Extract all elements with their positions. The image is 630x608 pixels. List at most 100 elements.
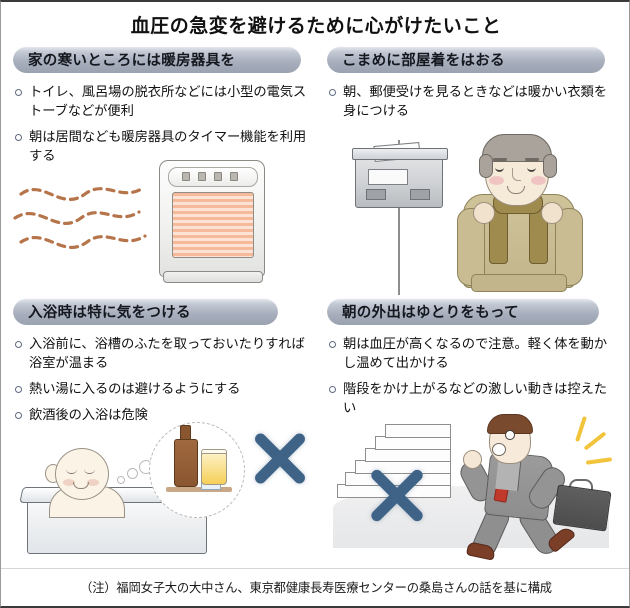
runner-fist	[463, 450, 482, 469]
footer-divider	[1, 568, 629, 569]
beer-glass-icon	[201, 453, 227, 485]
bubble-table-surface	[166, 487, 232, 492]
runner-leg-front	[469, 501, 513, 561]
list-item: 朝、郵便受けを見るときなどは暖かい衣類を身につける	[327, 83, 619, 121]
x-bar	[252, 431, 308, 486]
elderly-man-figure	[449, 132, 599, 304]
heater-knob	[182, 172, 190, 181]
section-heading-label: 入浴時は特に気をつける	[28, 305, 191, 321]
man-eyebrow-left	[493, 158, 507, 161]
list-item: 朝は居間なども暖房器具のタイマー機能を利用する	[13, 128, 316, 166]
list-item: 飲酒後の入浴は危険	[13, 406, 316, 425]
runner-suit-jacket	[483, 450, 555, 522]
running-businessman-figure	[443, 412, 619, 561]
bather-head	[55, 448, 109, 500]
man-neck	[501, 188, 533, 210]
man-sweater-hem	[471, 274, 567, 292]
mailbox-slot	[410, 189, 430, 200]
runner-shoe-front	[465, 541, 497, 561]
section-heading-pill-bathing: 入浴時は特に気をつける	[13, 298, 278, 325]
section-clothing: こまめに部屋着をはおる 朝、郵便受けを見るときなどは暖かい衣類を身につける	[327, 46, 619, 296]
man-hand-right	[541, 202, 563, 224]
bather-body	[49, 486, 125, 518]
section-heading-pill-heating: 家の寒いところには暖房器具を	[13, 46, 301, 73]
footnote: （注）福岡女子大の大中さん、東京都健康長寿医療センターの桑島さんの話を基に構成	[80, 581, 552, 595]
spark-line	[575, 416, 587, 442]
runner-open-mouth	[492, 443, 506, 456]
heater-control-panel	[168, 167, 258, 187]
man-sweater	[463, 194, 575, 288]
stair-step	[385, 424, 451, 438]
man-scarf	[493, 192, 543, 214]
man-head	[485, 138, 549, 206]
bather-blush-right	[87, 479, 99, 486]
runner-necktie	[493, 459, 514, 503]
bather-eye-right	[84, 469, 95, 474]
section-heading-pill-clothing: こまめに部屋着をはおる	[327, 46, 605, 73]
thought-dot-medium	[127, 468, 138, 479]
man-hair-side-left	[479, 154, 493, 178]
page-title: 血圧の急変を避けるために心がけたいこと	[130, 16, 502, 37]
bullet-list-heating: トイレ、風呂場の脱衣所などには小型の電気ストーブなどが便利 朝は居間なども暖房器…	[13, 83, 316, 166]
x-bar	[369, 467, 425, 524]
spark-line	[583, 431, 607, 451]
beer-bottle-neck	[180, 425, 191, 445]
man-cheek-left	[489, 176, 504, 185]
beer-bottle-icon	[174, 439, 221, 490]
section-heading-pill-morning: 朝の外出はゆとりをもって	[327, 298, 599, 325]
stair-step	[337, 484, 451, 498]
thought-dot-small	[117, 476, 125, 484]
mail-letter	[373, 142, 421, 162]
list-item: トイレ、風呂場の脱衣所などには小型の電気ストーブなどが便利	[13, 83, 316, 121]
bullet-list-bathing: 入浴前に、浴槽のふたを取っておいたりすれば浴室が温まる 熱い湯に入るのは避けるよ…	[13, 335, 316, 425]
bather-mouth	[73, 482, 89, 489]
briefcase-handle	[569, 479, 593, 492]
heater-body	[159, 160, 265, 283]
mailbox-icon	[352, 142, 448, 208]
bullet-list-clothing: 朝、郵便受けを見るときなどは暖かい衣類を身につける	[327, 83, 619, 121]
list-item: 階段をかけ上がるなどの激しい動きは控えたい	[327, 380, 619, 418]
illustration-elderly-man-and-mailbox	[327, 132, 619, 302]
runner-leg-back	[515, 501, 563, 559]
section-heading-label: 朝の外出はゆとりをもって	[342, 305, 519, 321]
section-heading-label: こまめに部屋着をはおる	[342, 53, 505, 69]
man-scarf-tail-left	[489, 206, 508, 264]
list-item: 入浴前に、浴槽のふたを取っておいたりすれば浴室が温まる	[13, 335, 316, 373]
stair-step	[375, 436, 451, 450]
thought-dot-large	[139, 460, 153, 474]
thought-bubble	[149, 422, 245, 518]
mailbox-slot	[366, 189, 386, 200]
man-eyebrow-right	[525, 158, 539, 161]
stair-step	[365, 448, 451, 462]
stair-step	[345, 472, 451, 486]
mailbox-post	[398, 140, 401, 295]
heater-knob	[214, 172, 222, 181]
list-item: 熱い湯に入るのは避けるようにする	[13, 380, 316, 399]
man-scarf-tail-right	[529, 206, 548, 264]
runner-eye	[505, 430, 515, 440]
man-mouth	[507, 186, 525, 194]
man-hair-side-right	[543, 154, 557, 178]
illustration-running-businessman-stairs	[327, 414, 619, 561]
stair-step	[355, 460, 451, 474]
stairs-icon	[337, 422, 455, 506]
runner-jacket-lapel	[495, 454, 522, 492]
beer-glass-rim	[201, 449, 227, 459]
list-item: 朝は血圧が高くなるので注意。軽く体を動かし温めて出かける	[327, 335, 619, 373]
man-arm-left	[457, 208, 485, 286]
x-mark-icon	[365, 462, 429, 526]
illustration-bathtub-alcohol-warning	[13, 422, 316, 560]
bather-ear	[45, 464, 61, 483]
bather-blush-left	[63, 479, 75, 486]
man-nose	[512, 168, 521, 181]
runner-head	[489, 418, 531, 464]
spark-line	[585, 457, 613, 465]
heater-knob	[198, 172, 206, 181]
ground-shadow	[333, 486, 609, 548]
x-bar	[369, 467, 425, 524]
runner-shoe-back	[545, 524, 577, 554]
mailbox-nameplate	[368, 169, 408, 185]
heater-knob	[230, 172, 238, 181]
man-hand-left	[473, 202, 495, 224]
